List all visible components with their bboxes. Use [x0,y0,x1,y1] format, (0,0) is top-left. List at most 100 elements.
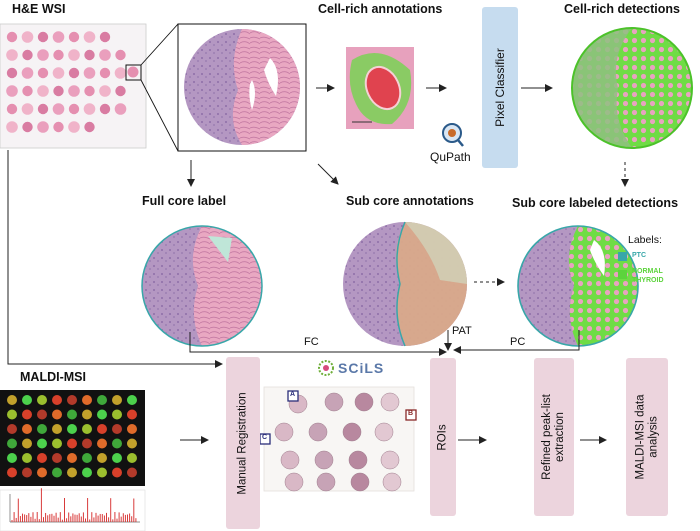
connector-label-pat: PAT [452,325,472,337]
he-wsi-core [69,104,79,114]
maldi-core [7,453,17,463]
ptc-swatch [618,252,627,261]
maldi-core [112,424,122,434]
maldi-core [7,439,17,449]
maldi-msi-title: MALDI-MSI [20,370,86,384]
maldi-core [37,424,47,434]
he-wsi-core [100,68,110,78]
scils-core [309,423,327,441]
he-wsi-core [53,122,63,132]
he-wsi-core [53,31,65,43]
scils-core [315,451,333,469]
scils-core [375,423,393,441]
full-core-label-image [142,226,262,346]
maldi-core [127,468,137,478]
maldi-core [127,410,137,420]
refined-peak-list-box: Refined peak-list extraction [534,358,574,516]
maldi-core [7,410,17,420]
qupath-logo-icon [443,124,463,146]
pixel-classifier-box: Pixel Classifier [482,7,518,168]
he-wsi-core [6,85,18,97]
he-wsi-core [22,86,32,96]
sub-core-labeled-detections-title: Sub core labeled detections [512,196,678,210]
he-wsi-core [115,50,125,60]
he-wsi-core [68,49,80,61]
maldi-core [127,439,137,449]
maldi-core [52,468,62,478]
he-wsi-slide [0,24,146,148]
refined-peak-list-line1: Refined peak-list [541,394,554,480]
sub-core-annotations-title: Sub core annotations [346,194,474,208]
maldi-core [7,395,17,405]
scils-core [381,393,399,411]
maldi-core [82,424,92,434]
zoomed-core-panel [178,24,306,151]
sub-core-annotations-image [343,222,467,346]
he-wsi-core [22,50,32,60]
maldi-core [37,410,47,420]
he-wsi-core [22,31,34,43]
maldi-core [37,468,47,478]
maldi-core [67,439,77,449]
he-wsi-core [84,67,96,79]
he-wsi-title: H&E WSI [12,2,65,16]
he-wsi-core [84,103,96,115]
he-wsi-core [99,85,111,97]
scils-core [355,393,373,411]
scils-core [275,423,293,441]
connector-label-pc: PC [510,336,525,348]
maldi-core [112,453,122,463]
connector-label-fc: FC [304,336,319,348]
maldi-core [97,453,107,463]
he-wsi-core [53,103,65,115]
he-wsi-core [84,86,94,96]
maldi-core [52,453,62,463]
maldi-core [22,453,32,463]
scils-core [383,473,401,491]
maldi-core [22,439,32,449]
he-wsi-core [22,67,34,79]
scils-label: SCiLS [338,360,384,376]
he-wsi-core [53,50,63,60]
maldi-core [112,468,122,478]
refined-peak-list-label: Refined peak-list extraction [541,394,567,480]
scils-core [285,473,303,491]
maldi-msi-image [0,390,145,486]
scils-core [349,451,367,469]
maldi-core [97,468,107,478]
maldi-core [7,468,17,478]
maldi-core [52,410,62,420]
he-wsi-core [115,86,125,96]
maldi-core [52,424,62,434]
maldi-core [67,410,77,420]
panel-letter-a: A [290,391,295,398]
maldi-analysis-line1: MALDI-MSI data [634,395,647,480]
legend-normal-thyroid: NORMAL THYROID [632,267,664,285]
maldi-core [112,395,122,405]
maldi-core [97,395,107,405]
maldi-analysis-line2: analysis [647,395,660,480]
scils-core [351,473,369,491]
he-wsi-core [37,85,49,97]
he-wsi-core [68,85,80,97]
maldi-core [82,439,92,449]
maldi-core [112,410,122,420]
maldi-core [127,424,137,434]
maldi-analysis-label: MALDI-MSI data analysis [634,395,660,480]
cell-rich-annotations-title: Cell-rich annotations [318,2,442,16]
maldi-spectrum [0,488,145,531]
panel-letter-c: C [262,434,267,441]
he-wsi-core [84,31,96,43]
maldi-core [82,410,92,420]
he-wsi-core [84,122,94,132]
he-wsi-core [115,103,127,115]
he-wsi-core [37,121,49,133]
he-wsi-core [69,68,79,78]
maldi-core [67,395,77,405]
sub-core-labeled-detections-image [518,226,638,346]
maldi-core [52,395,62,405]
maldi-core [82,453,92,463]
maldi-core [22,395,32,405]
refined-peak-list-line2: extraction [554,394,567,480]
